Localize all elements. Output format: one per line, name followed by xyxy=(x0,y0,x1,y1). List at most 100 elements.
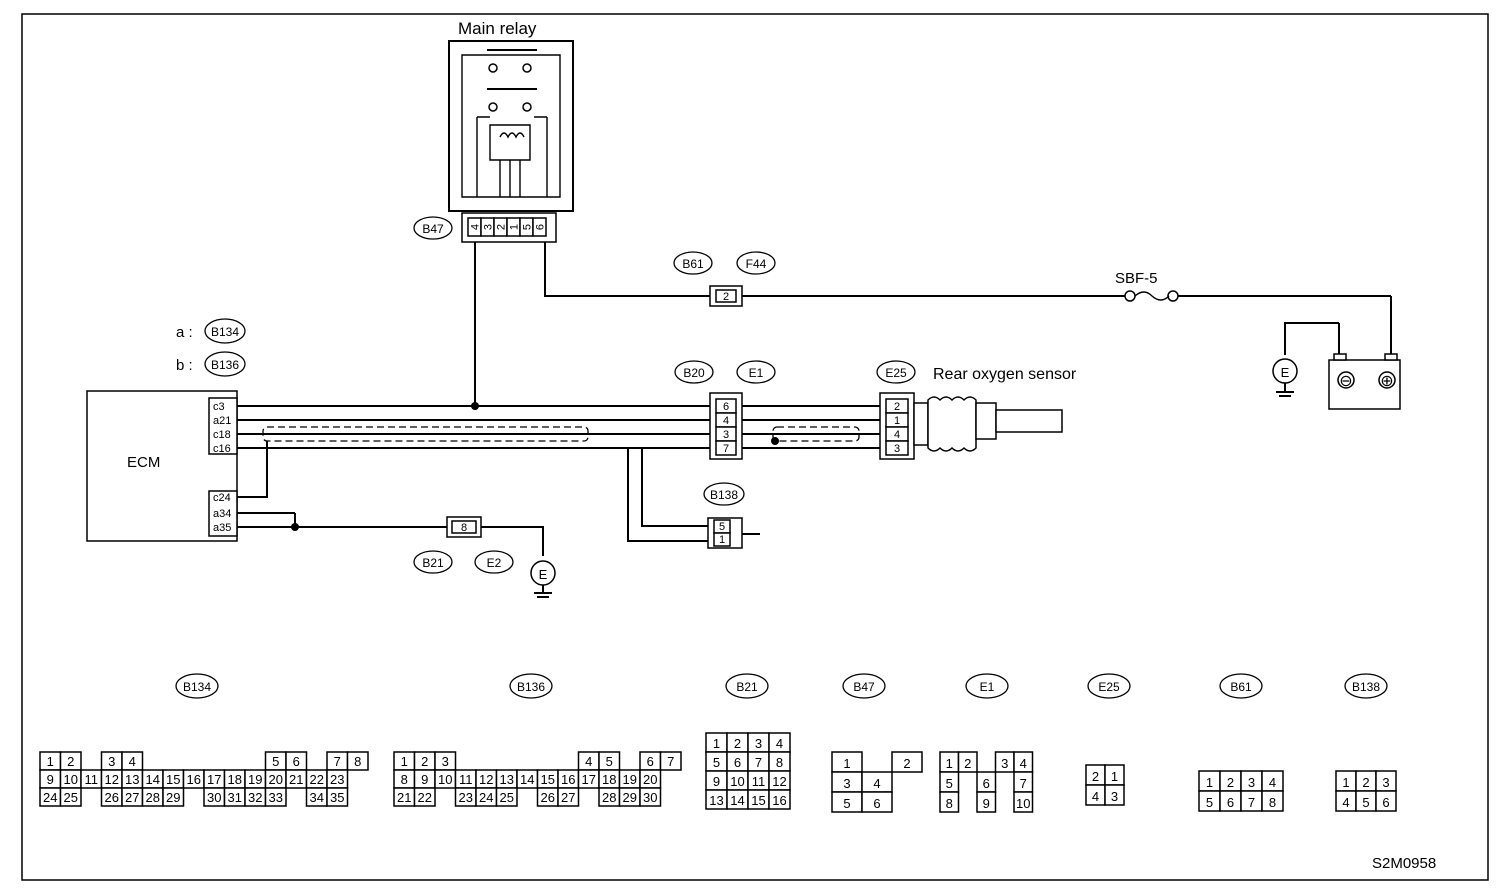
fuse-label: SBF-5 xyxy=(1115,270,1158,287)
harness-wires xyxy=(237,242,1392,556)
connector-view-pin: 10 xyxy=(64,772,78,787)
connector-view-pin: 6 xyxy=(293,754,300,769)
connector-view-pin: 33 xyxy=(269,790,283,805)
connector-view-pin: 21 xyxy=(289,772,303,787)
connector-view-id: E1 xyxy=(980,680,995,694)
connector-view-pin: 13 xyxy=(709,793,723,808)
junction-id-1: B20 xyxy=(683,366,705,380)
ground-connector: 8 B21 E2 E xyxy=(413,516,556,598)
connector-view-pin: 3 xyxy=(442,754,449,769)
connector-view-pin: 8 xyxy=(401,772,408,787)
connector-view-pin: 4 xyxy=(1342,795,1349,810)
connector-view-pin: 19 xyxy=(623,772,637,787)
connector-view-pin: 3 xyxy=(1001,756,1008,771)
connector-view-pin: 26 xyxy=(541,790,555,805)
ecm-pin: a34 xyxy=(213,508,231,520)
battery-ground: E xyxy=(1272,358,1298,397)
connector-view-pin: 15 xyxy=(751,793,765,808)
sensor-pin: 2 xyxy=(894,401,900,413)
sensor-pin: 4 xyxy=(894,429,900,441)
connector-view-pin: 21 xyxy=(397,790,411,805)
connector-view-pin: 22 xyxy=(310,772,324,787)
connector-view-pin: 5 xyxy=(272,754,279,769)
sensor-pin: 1 xyxy=(894,415,900,427)
battery-ground-symbol: E xyxy=(1281,365,1290,380)
connector-view-pin: 3 xyxy=(108,754,115,769)
connector-view-pin: 1 xyxy=(401,754,408,769)
connector-view-pin: 7 xyxy=(1020,776,1027,791)
main-relay: Main relay xyxy=(448,19,574,212)
connector-view-pin: 18 xyxy=(602,772,616,787)
connector-view-id: B134 xyxy=(183,680,211,694)
connector-view-pin: 1 xyxy=(713,736,720,751)
connector-view-pin: 2 xyxy=(421,754,428,769)
connector-view-pin: 23 xyxy=(330,772,344,787)
key-a-prefix: a : xyxy=(176,324,193,341)
connector-view-pin: 11 xyxy=(752,774,766,789)
connector-view-id: B138 xyxy=(1352,680,1380,694)
junction-pin: 6 xyxy=(723,401,729,413)
connector-view-id: E25 xyxy=(1098,680,1120,694)
connector-view-pin: 6 xyxy=(734,755,741,770)
key-a-connector: B134 xyxy=(211,325,239,339)
junction-pin: 3 xyxy=(723,429,729,441)
connector-view-pin: 27 xyxy=(125,790,139,805)
relay-pin: 5 xyxy=(522,224,534,230)
connector-view-pin: 5 xyxy=(843,796,850,811)
fuse-sbf5: SBF-5 xyxy=(1115,270,1179,302)
connector-view-pin: 3 xyxy=(1248,775,1255,790)
connector-view-pin: 7 xyxy=(755,755,762,770)
ground-connector-id-2: E2 xyxy=(487,556,502,570)
connector-view-pin: 5 xyxy=(606,754,613,769)
connector-view-pin: 6 xyxy=(647,754,654,769)
relay-pin: 3 xyxy=(483,224,495,230)
connector-view-pin: 5 xyxy=(713,755,720,770)
connector-view-pin: 8 xyxy=(1269,795,1276,810)
connector-view-pin: 7 xyxy=(1248,795,1255,810)
relay-pin: 2 xyxy=(496,224,508,230)
connector-view-pin: 16 xyxy=(772,793,786,808)
connector-view-pin: 7 xyxy=(667,754,674,769)
connector-view-pin: 1 xyxy=(1342,775,1349,790)
connector-view-pin: 15 xyxy=(541,772,555,787)
key-b-connector: B136 xyxy=(211,358,239,372)
relay-pin: 6 xyxy=(535,224,547,230)
connector-view-pin: 13 xyxy=(125,772,139,787)
connector-view-pin: 15 xyxy=(166,772,180,787)
connector-view-pin: 6 xyxy=(1227,795,1234,810)
connector-view-pin: 9 xyxy=(421,772,428,787)
figure-code: S2M0958 xyxy=(1372,855,1436,872)
relay-connector-id: B47 xyxy=(422,222,444,236)
connector-view-pin: 17 xyxy=(582,772,596,787)
connector-view-pin: 29 xyxy=(166,790,180,805)
connector-view-pin: 1 xyxy=(47,754,54,769)
connector-view-pin: 6 xyxy=(873,796,880,811)
b138-pin: 5 xyxy=(719,521,725,533)
connector-view-pin: 8 xyxy=(946,796,953,811)
connector-view-pin: 1 xyxy=(1206,775,1213,790)
fuse-connector-pin: 2 xyxy=(723,291,729,303)
ground-connector-id-1: B21 xyxy=(422,556,444,570)
connector-view-pin: 9 xyxy=(713,774,720,789)
connector-view-pin: 20 xyxy=(269,772,283,787)
connector-view-pin: 16 xyxy=(561,772,575,787)
connector-view-pin: 5 xyxy=(946,776,953,791)
connector-view-pin: 23 xyxy=(459,790,473,805)
b138-pin: 1 xyxy=(719,534,725,546)
ecm-label: ECM xyxy=(127,454,160,471)
fuse-connector-id-2: F44 xyxy=(746,257,767,271)
connector-view-pin: 2 xyxy=(1092,769,1099,784)
connector-view-pin: 11 xyxy=(459,772,473,787)
connector-view-pin: 4 xyxy=(1020,756,1027,771)
connector-view-pin: 30 xyxy=(207,790,221,805)
